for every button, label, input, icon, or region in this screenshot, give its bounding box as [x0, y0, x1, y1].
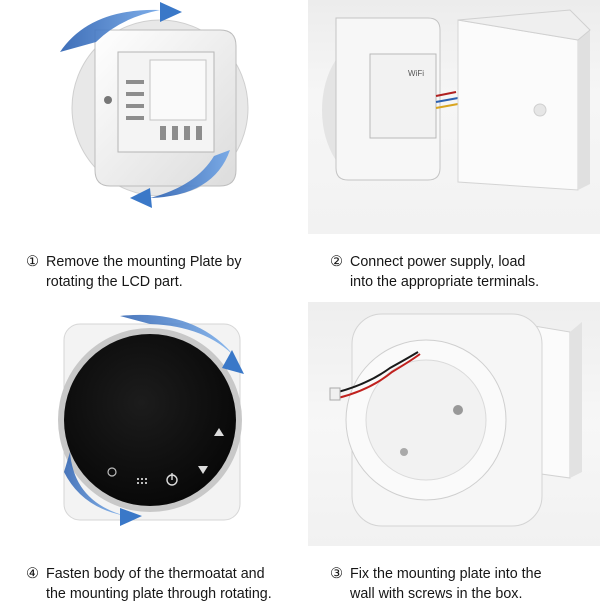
caption-line-1: Remove the mounting Plate by [46, 254, 242, 270]
photo-fix-plate [308, 302, 600, 546]
caption-line-1: Fasten body of the thermoatat and [46, 566, 265, 582]
photo-remove-plate [0, 0, 296, 234]
step-number: ④ [26, 566, 39, 582]
up-arrow-icon[interactable] [214, 428, 224, 436]
step-number: ② [330, 254, 343, 270]
module-label: WiFi [408, 69, 424, 78]
caption-step-2: ② Connect power supply, load into the app… [330, 252, 539, 292]
grid-icon[interactable] [137, 478, 147, 484]
caption-step-3: ③ Fix the mounting plate into the wall wi… [330, 564, 542, 604]
caption-line-1: Fix the mounting plate into the [350, 566, 542, 582]
caption-line-1: Connect power supply, load [350, 254, 526, 270]
step-number: ① [26, 254, 39, 270]
step-number: ③ [330, 566, 343, 582]
caption-line-2: wall with screws in the box. [350, 586, 523, 602]
down-arrow-icon[interactable] [198, 466, 208, 474]
caption-line-2: into the appropriate terminals. [350, 274, 540, 290]
caption-line-2: the mounting plate through rotating. [46, 586, 272, 602]
caption-step-4: ④ Fasten body of the thermoatat and the m… [26, 564, 272, 604]
photo-fasten-body [0, 302, 296, 546]
photo-connect-wires: WiFi [308, 0, 600, 234]
caption-line-2: rotating the LCD part. [46, 274, 183, 290]
caption-step-1: ① Remove the mounting Plate by rotating t… [26, 252, 242, 292]
clock-icon[interactable] [107, 467, 117, 477]
